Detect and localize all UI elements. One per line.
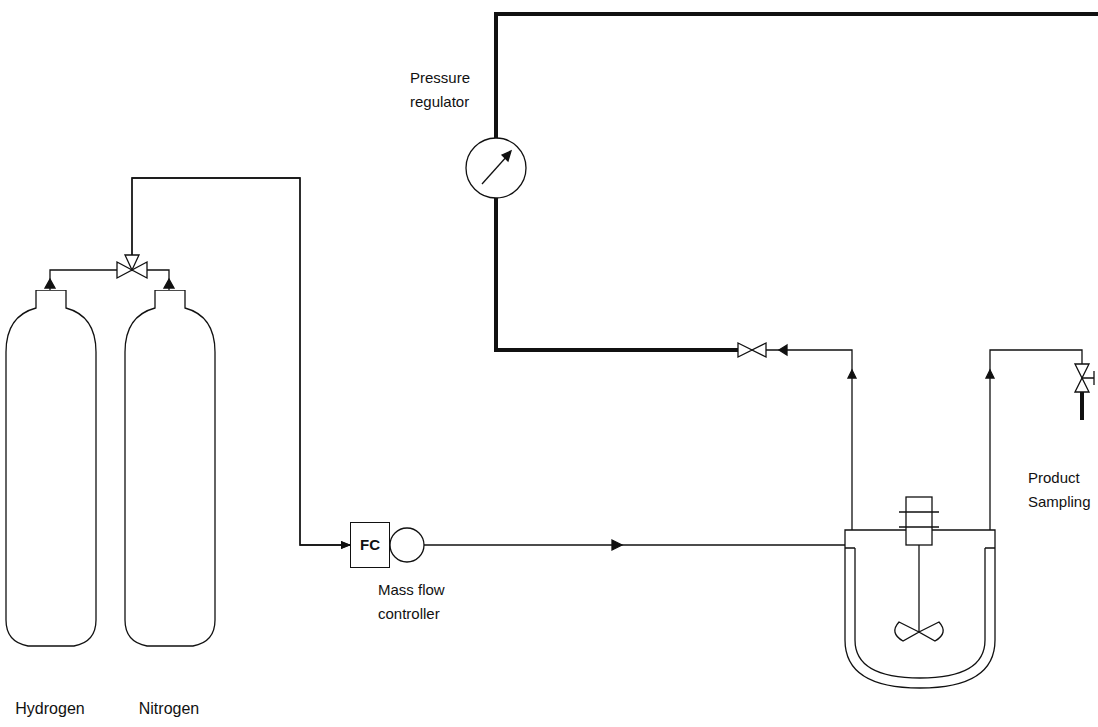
- gas-cylinder: Hydrogen: [2, 290, 98, 720]
- equipment-label: Pressure regulator: [410, 66, 490, 114]
- three-way-valve: [125, 255, 139, 270]
- gas-name: Nitrogen: [121, 698, 217, 720]
- reactor-jacket: [855, 548, 985, 678]
- gauge-needle: [502, 151, 511, 161]
- impeller: [919, 622, 943, 641]
- gauge-needle: [482, 155, 508, 184]
- vent-line: [496, 14, 1098, 138]
- cylinder-outline: [125, 290, 215, 646]
- pressure-gauge: [466, 138, 526, 198]
- controller-tag: FC: [360, 535, 380, 555]
- stirrer-shaft: [918, 545, 919, 632]
- equipment-label: Mass flow controller: [378, 578, 458, 626]
- impeller: [895, 622, 919, 641]
- stirrer-motor: [906, 497, 932, 545]
- cylinder-outline: [2, 290, 100, 650]
- sampling-valve: [1082, 371, 1094, 385]
- feed-line: [424, 544, 845, 545]
- sampling-valve: [1075, 378, 1089, 392]
- pressure-line: [496, 198, 738, 350]
- flow-controller-box: FC: [350, 522, 390, 568]
- sampling-outlet: [1080, 392, 1084, 420]
- reactor-jacket: [845, 547, 995, 548]
- flow-arrow: [848, 370, 856, 378]
- flow-arrow: [612, 540, 622, 550]
- valve-symbol: [738, 343, 752, 357]
- valve-symbol: [752, 343, 766, 357]
- gas-name: Hydrogen: [2, 698, 98, 720]
- equipment-label: Product Sampling: [1028, 466, 1092, 514]
- process-lines: [45, 14, 1098, 688]
- flow-arrow: [986, 370, 994, 378]
- cylinder-outline: [6, 290, 96, 646]
- cylinder-outline: [121, 290, 219, 650]
- stirrer-motor: [899, 512, 939, 527]
- flow-arrow: [164, 279, 174, 288]
- sampling-valve: [1075, 364, 1089, 378]
- gas-cylinder: Nitrogen: [121, 290, 217, 720]
- flow-meter-circle: [390, 528, 424, 562]
- flow-arrow: [45, 279, 55, 288]
- flow-arrow: [779, 345, 787, 355]
- gas-line: [766, 350, 852, 530]
- reactor-vessel: [845, 530, 995, 688]
